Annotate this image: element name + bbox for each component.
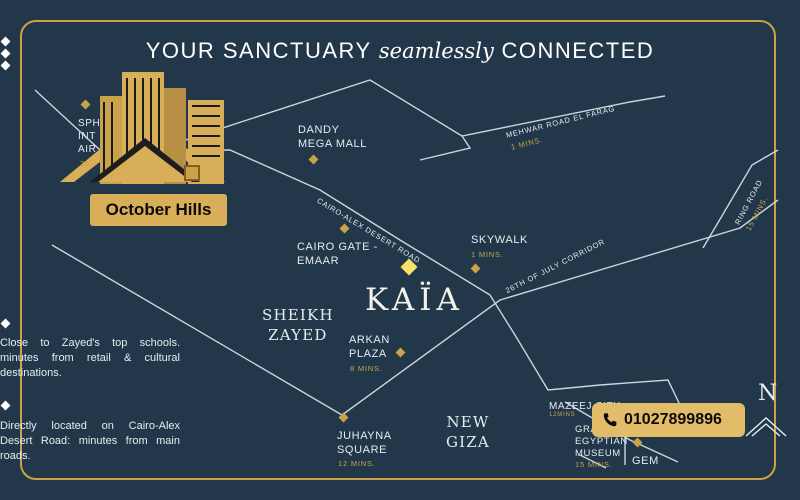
cairo-gate-label: CAIRO GATE - EMAAR	[297, 241, 378, 267]
phone-icon	[603, 413, 617, 427]
road-mehwar-branch	[419, 135, 472, 161]
road-ring	[702, 149, 779, 249]
road-east-descent	[564, 401, 679, 463]
description-location: Directly located on Cairo-Alex Desert Ro…	[0, 420, 180, 462]
compass-icon	[745, 417, 787, 437]
sphinx-airport-mins: 25	[80, 159, 90, 168]
gem-museum-mins: 15 MINS.	[575, 460, 613, 469]
skywalk-mins: 1 MINS.	[471, 250, 504, 259]
mazeej-city-label: MAZEEJ CITY	[549, 401, 621, 412]
sphinx-airport-label: SPH INT AIR	[78, 118, 101, 155]
gem-label: GEM	[632, 455, 659, 467]
october-hills-building-icon	[60, 72, 225, 184]
page-title: YOUR SANCTUARY seamlessly CONNECTED	[145, 38, 655, 63]
skywalk-label: SKYWALK	[471, 234, 528, 246]
arkan-plaza-mins: 8 MINS.	[350, 364, 383, 373]
road-south-spur	[579, 454, 607, 469]
juhayna-square-mins: 12 MINS.	[338, 459, 376, 468]
map-frame	[20, 20, 776, 480]
title-script-word: seamlessly	[378, 39, 494, 63]
road-26th-july	[51, 199, 779, 416]
dandy-mall-label: DANDY MEGA MALL	[298, 124, 367, 150]
juhayna-square-label: JUHAYNA SQUARE	[337, 430, 392, 456]
phone-number: 01027899896	[624, 411, 722, 428]
area-new-giza: NEW GIZA	[446, 413, 490, 451]
description-schools: Close to Zayed's top schools. minutes fr…	[0, 337, 180, 379]
phone-contact-button[interactable]: 01027899896	[592, 403, 745, 437]
area-sheikh-zayed: SHEIKH ZAYED	[262, 306, 334, 344]
kaia-location-marker	[400, 258, 418, 276]
compass-north-label: N	[758, 381, 778, 406]
october-hills-label: October Hills	[90, 194, 227, 226]
arkan-plaza-label: ARKAN PLAZA	[349, 334, 390, 360]
mazeej-city-mins: 12MINS	[549, 412, 576, 418]
kaia-brand-logo: KAÏA	[365, 282, 464, 318]
